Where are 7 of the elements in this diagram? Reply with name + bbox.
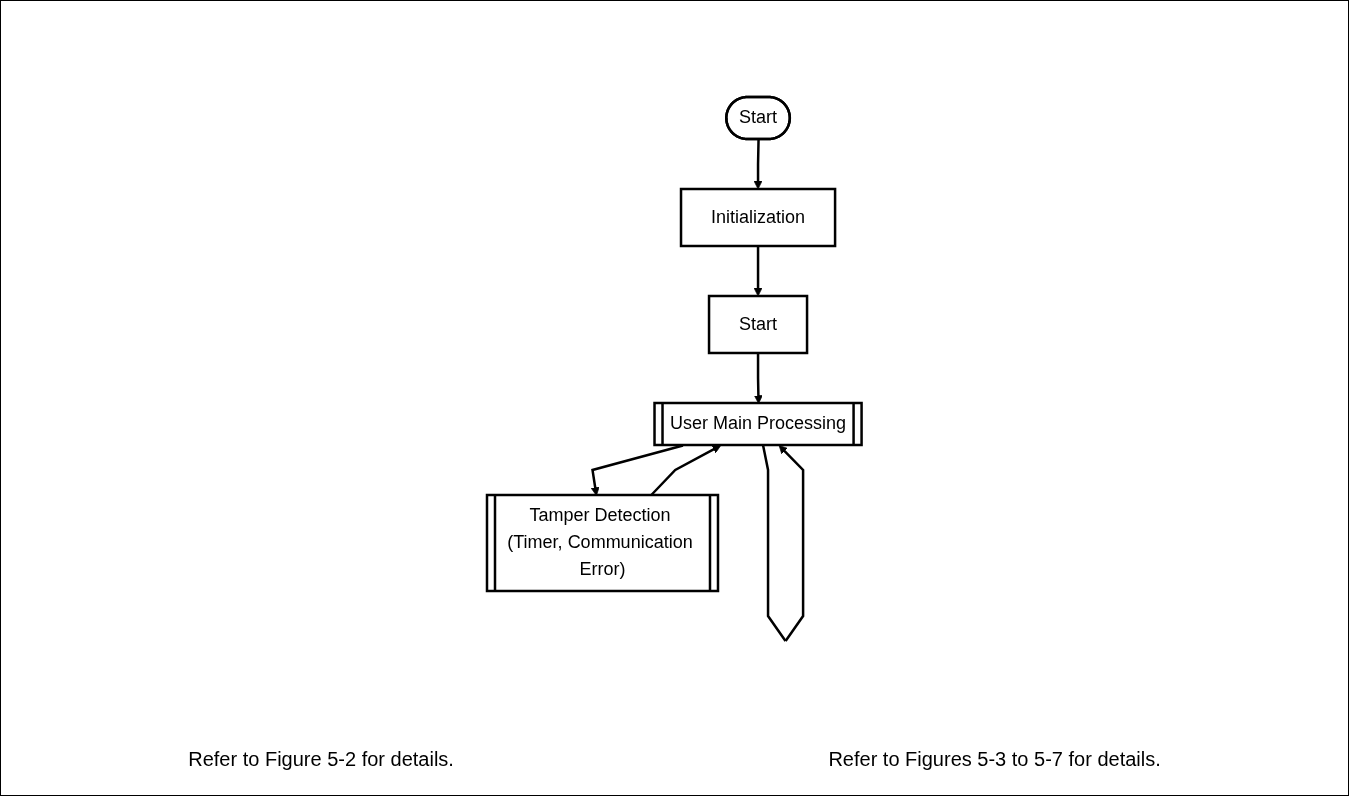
arrow — [753, 139, 763, 190]
node-box: Start — [708, 295, 809, 355]
arrow — [753, 246, 763, 297]
arrow — [762, 445, 805, 643]
note-text: Refer to Figures 5-3 to 5-7 for details. — [828, 748, 1161, 771]
node-box: Initialization — [679, 188, 837, 248]
note-text: Refer to Figure 5-2 for details. — [188, 748, 454, 771]
